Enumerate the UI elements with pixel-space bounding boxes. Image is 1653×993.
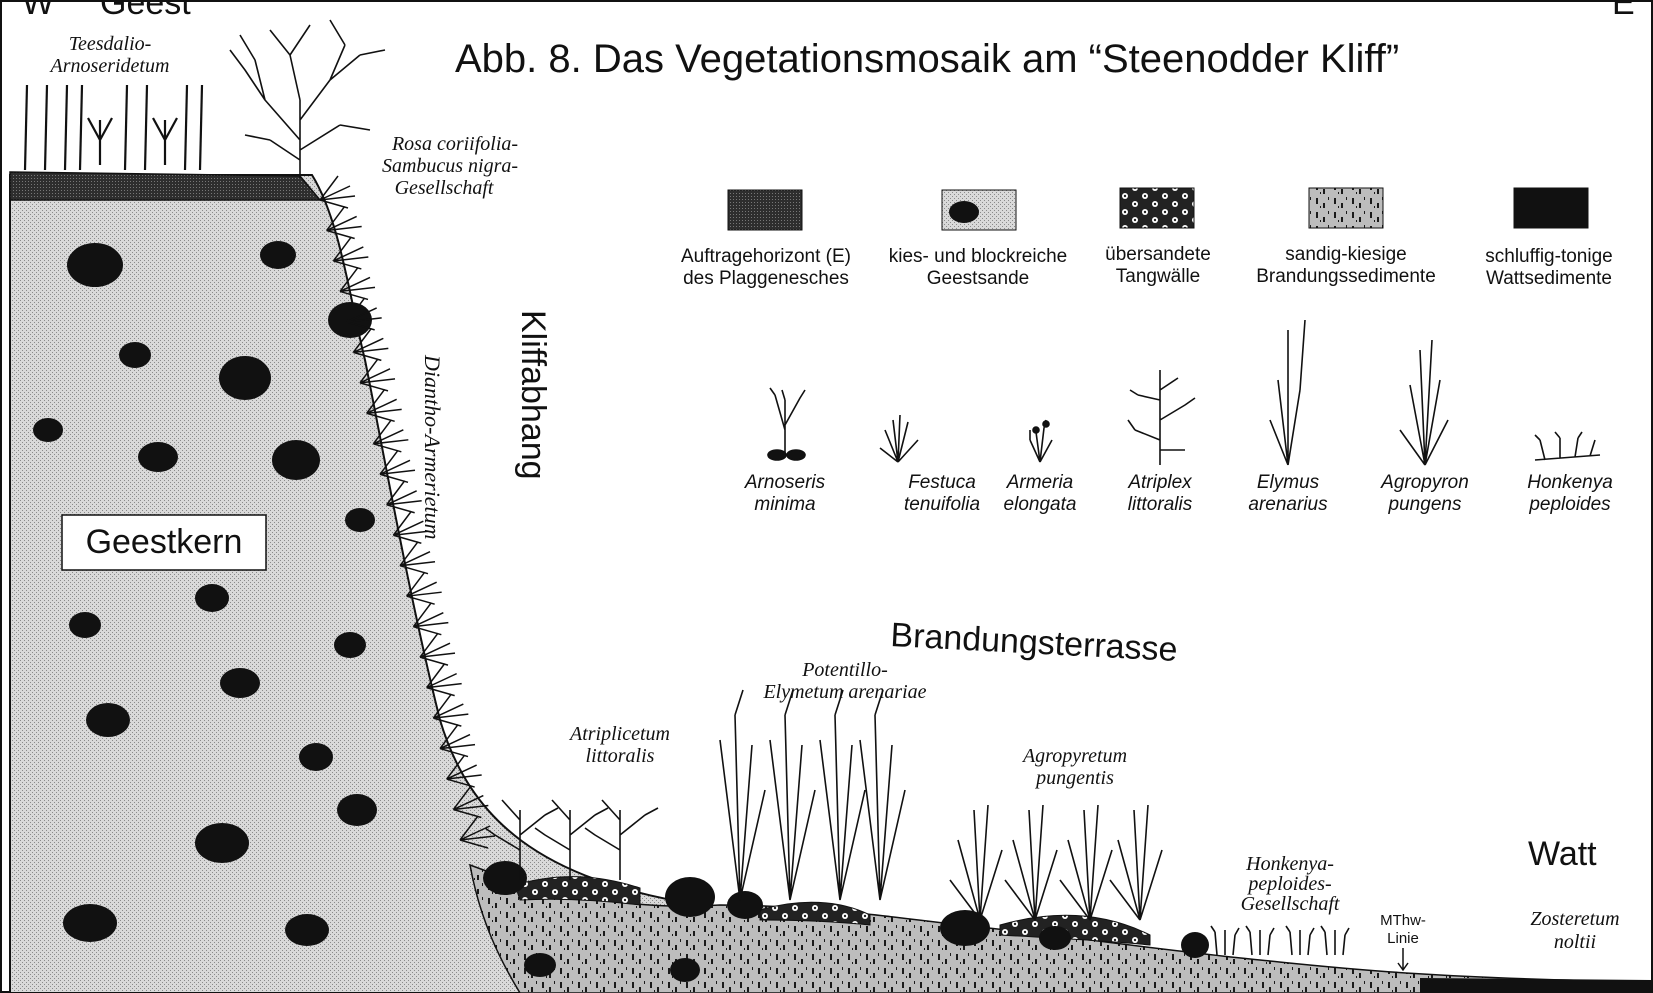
legend-swatch-tang <box>1120 188 1194 228</box>
species-5-epithet: arenarius <box>1248 494 1328 515</box>
teesdalio-line1: Teesdalio- <box>69 33 152 55</box>
legend-unit-5-line2: Wattsedimente <box>1486 268 1612 289</box>
rosa-line1: Rosa coriifolia- <box>391 133 518 155</box>
mthw-line1: MThw- <box>1380 912 1426 929</box>
mthw-line2: Linie <box>1387 930 1419 947</box>
zosteretum-line2: noltii <box>1554 931 1596 953</box>
atriplicetum-line1: Atriplicetum <box>568 723 670 745</box>
legend-unit-3-line1: übersandete <box>1105 244 1211 265</box>
legend-unit-1-line2: des Plaggenesches <box>683 268 849 289</box>
species-1-genus: Arnoseris <box>744 472 826 493</box>
legend-swatch-plaggen <box>728 190 802 230</box>
zone-kliffabhang: Kliffabhang <box>514 310 552 480</box>
legend-unit-3-line2: Tangwälle <box>1116 266 1201 287</box>
legend-unit-1-line1: Auftragehorizont (E) <box>681 246 851 267</box>
west-label: W <box>22 0 54 22</box>
legend-swatch-brandung <box>1309 188 1383 228</box>
potentillo-line2: Elymetum arenariae <box>762 681 926 703</box>
honkenya-line3: Gesellschaft <box>1241 893 1340 915</box>
species-4-epithet: littoralis <box>1128 494 1193 515</box>
species-2-epithet: tenuifolia <box>904 494 980 515</box>
legend-unit-2-line1: kies- und blockreiche <box>889 246 1067 267</box>
figure-title: Abb. 8. Das Vegetationsmosaik am “Steeno… <box>455 37 1399 81</box>
species-5-genus: Elymus <box>1257 472 1320 493</box>
legend-unit-5-line1: schluffig-tonige <box>1485 246 1612 267</box>
plaggen-horizon <box>10 172 320 200</box>
species-3-epithet: elongata <box>1004 494 1077 515</box>
species-2-genus: Festuca <box>908 472 976 493</box>
legend-unit-2-line2: Geestsande <box>927 268 1029 289</box>
agropyretum-line1: Agropyretum <box>1021 745 1127 767</box>
geest-label: Geest <box>100 0 191 22</box>
diantho-label: Diantho-Armerietum <box>420 354 445 540</box>
species-1-epithet: minima <box>754 494 815 515</box>
honkenya-line1: Honkenya- <box>1245 853 1334 875</box>
atriplicetum-line2: littoralis <box>586 745 655 767</box>
rosa-line2: Sambucus nigra- <box>382 155 518 177</box>
watt-layer <box>1420 978 1652 993</box>
zosteretum-line1: Zosteretum <box>1530 908 1619 930</box>
species-6-epithet: pungens <box>1388 494 1462 515</box>
legend-unit-4-line2: Brandungssedimente <box>1256 266 1436 287</box>
honkenya-line2: peploides- <box>1246 873 1331 895</box>
species-4-genus: Atriplex <box>1127 472 1193 493</box>
agropyretum-line2: pungentis <box>1034 767 1114 789</box>
species-7-epithet: peploides <box>1528 494 1611 515</box>
species-6-genus: Agropyron <box>1380 472 1469 493</box>
potentillo-line1: Potentillo- <box>801 659 888 681</box>
zone-watt: Watt <box>1528 835 1597 873</box>
zone-geestkern: Geestkern <box>86 523 243 561</box>
legend-unit-4-line1: sandig-kiesige <box>1285 244 1406 265</box>
east-label: E <box>1612 0 1635 22</box>
species-7-genus: Honkenya <box>1527 472 1613 493</box>
legend-swatch-watt <box>1514 188 1588 228</box>
rosa-line3: Gesellschaft <box>395 177 494 199</box>
species-3-genus: Armeria <box>1006 472 1074 493</box>
teesdalio-line2: Arnoseridetum <box>49 55 170 77</box>
